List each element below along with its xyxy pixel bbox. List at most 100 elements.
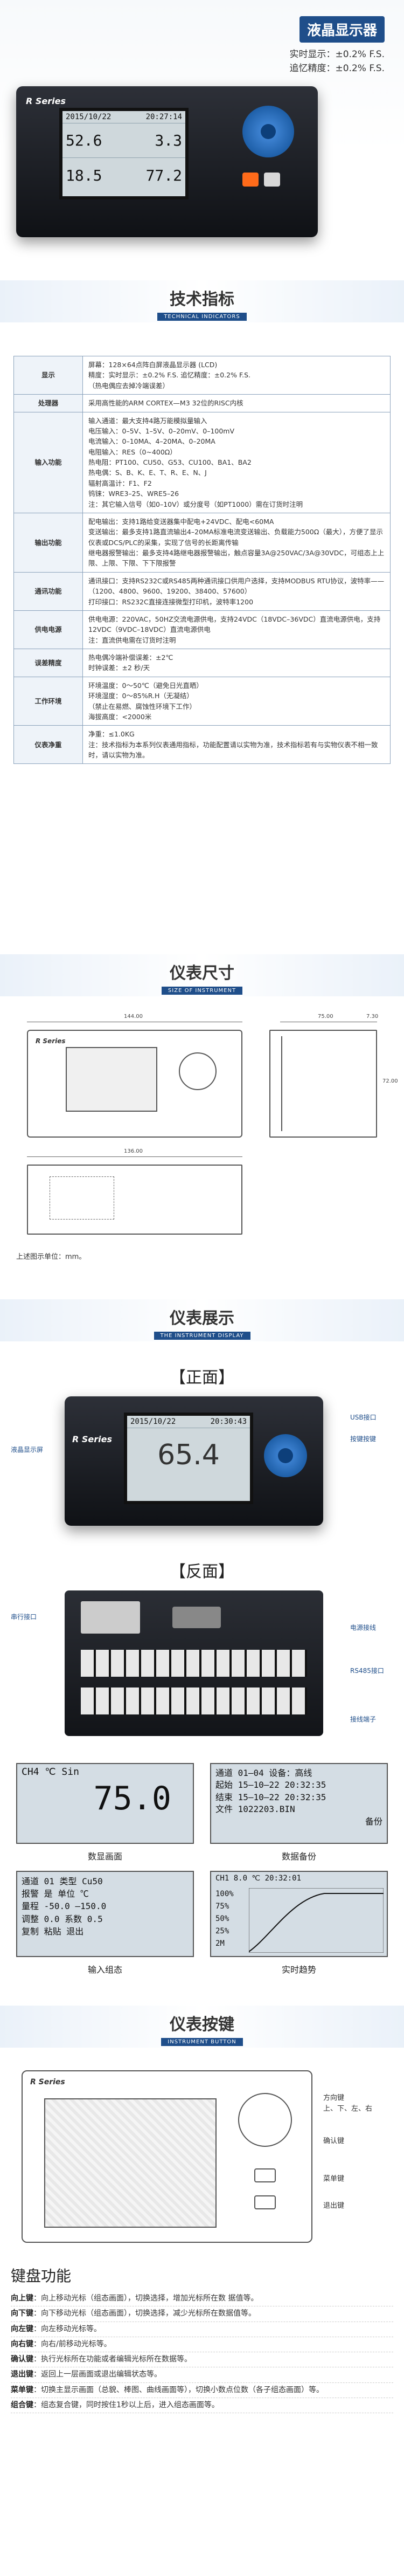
device-cell-4: 77.2 — [145, 166, 182, 184]
callout-exit: 退出键 — [323, 2202, 345, 2210]
display-title: 仪表展示 — [170, 1309, 234, 1328]
spec-value: 采用高性能的ARM CORTEX—M3 32位的RISC内核 — [82, 394, 391, 412]
key-function-desc: 向下移动光标（组态画面），切换选择，减少光标所在数据值等。 — [41, 2309, 256, 2318]
key-function-item: 向下键：向下移动光标（组态画面），切换选择，减少光标所在数据值等。 — [11, 2306, 393, 2322]
key-functions-list: 向上键：向上移动光标（组态画面），切换选择，增加光标所在数 据值等。向下键：向下… — [11, 2291, 393, 2414]
caption-backup: 数据备份 — [281, 1851, 316, 1862]
spec-title: 技术指标 — [170, 290, 234, 309]
front-outline: R Series — [27, 1030, 242, 1138]
spec-line: 辐射高温计：F1、F2 — [88, 479, 152, 487]
screen-input-config: 通道 01 类型 Cu50 报警 是 单位 ℃ 量程 -50.0 –150.0 … — [16, 1871, 194, 1957]
caption-trend: 实时趋势 — [281, 1965, 316, 1975]
keys-subtitle: INSTRUMENT BUTTON — [161, 2038, 243, 2046]
key-function-desc: 执行光标所在功能或者编辑光标所在数据等。 — [41, 2355, 192, 2364]
key-function-item: 向上键：向上移动光标（组态画面），切换选择，增加光标所在数 据值等。 — [11, 2291, 393, 2307]
key-function-name: 退出键 — [11, 2370, 33, 2379]
key-function-desc: 向右/前移动光标等。 — [41, 2339, 112, 2348]
callout-power: 电源接线 — [350, 1624, 377, 1631]
key-function-item: 组合键：组态复合键，同时按住1秒以上后，进入组态画面等。 — [11, 2398, 393, 2414]
callout-menu: 菜单键 — [323, 2175, 345, 2183]
hero-spec-recall: 追忆精度：±0.2% F.S. — [289, 63, 385, 74]
back-label: 【反面】 — [170, 1562, 234, 1581]
screen-digital: CH4 ℃ Sin 75.0 — [16, 1763, 194, 1844]
exit-key[interactable] — [264, 173, 280, 187]
key-function-sep: ： — [33, 2324, 41, 2333]
dim-bezel: 7.30 — [366, 1014, 379, 1020]
spec-line: 电压输入：0–5V、1–5V、0–20mV、0–100mV — [88, 426, 235, 435]
trend-curve — [249, 1888, 384, 1953]
key-function-desc: 返回上一层画面或退出编辑状态等。 — [41, 2370, 162, 2379]
screen-backup: 通道 01–04 设备：高线 起始 15–10–22 20:32:35 结束 1… — [210, 1763, 388, 1844]
spec-key: 输出功能 — [13, 512, 83, 573]
front-screen: 2015/10/22 20:30:43 65.4 — [124, 1413, 253, 1504]
spec-line: 海拔高度：<2000米 — [88, 712, 152, 721]
size-section-header: 仪表尺寸 SIZE OF INSTRUMENT — [0, 954, 404, 996]
spec-key: 误差精度 — [13, 649, 83, 677]
spec-row: 输入功能输入通道：最大支持4路万能模拟量输入电压输入：0–5V、1–5V、0–2… — [13, 411, 391, 513]
key-function-sep: ： — [33, 2401, 41, 2410]
key-function-sep: ： — [33, 2339, 41, 2348]
spec-value: 供电电源：220VAC，50HZ交流电源供电，支持24VDC（18VDC–36V… — [82, 610, 391, 650]
device-cell-2: 3.3 — [155, 132, 182, 149]
spec-line: （热电偶应去掉冷端误差） — [88, 381, 170, 390]
spec-line: 热电阻：PT100、CU50、G53、CU100、BA1、BA2 — [88, 458, 252, 466]
hero-spec-realtime: 实时显示：±0.2% F.S. — [289, 49, 385, 60]
key-function-item: 向左键：向左移动光标等。 — [11, 2322, 393, 2337]
spec-key: 处理器 — [13, 394, 83, 412]
spec-line: 通讯接口：支持RS232C或RS485两种通讯接口供用户选择，支持MODBUS … — [88, 576, 385, 596]
spec-line: 热电偶：S、B、K、E、T、R、E、N、J — [88, 469, 207, 477]
spec-line: 供电电源：220VAC，50HZ交流电源供电，支持24VDC（18VDC–36V… — [88, 615, 381, 634]
spec-row: 供电电源供电电源：220VAC，50HZ交流电源供电，支持24VDC（18VDC… — [13, 610, 391, 650]
dim-height: 72.00 — [382, 1078, 398, 1084]
key-function-name: 向下键 — [11, 2309, 33, 2318]
spec-row: 通讯功能通讯接口：支持RS232C或RS485两种通讯接口供用户选择，支持MOD… — [13, 571, 391, 611]
keys-title: 仪表按键 — [170, 2015, 234, 2034]
callout-rs485: RS485接口 — [350, 1667, 384, 1675]
keys-diagram: R Series — [22, 2070, 312, 2243]
side-outline — [269, 1030, 377, 1138]
spec-line: 环境温度：0～50℃（避免日光直晒） — [88, 681, 203, 690]
front-dpad[interactable] — [264, 1434, 307, 1477]
diagram-dpad — [238, 2093, 292, 2147]
spec-line: （禁止在易燃、腐蚀性环境下工作） — [88, 702, 197, 711]
spec-key: 工作环境 — [13, 676, 83, 726]
spec-line: 继电器报警输出：最多支持4路继电器报警输出，触点容量3A@250VAC/3A@3… — [88, 549, 385, 568]
key-function-name: 向左键 — [11, 2324, 33, 2333]
caption-input-config: 输入组态 — [87, 1965, 122, 1975]
hero-badge: 液晶显示器 — [299, 16, 385, 43]
menu-key[interactable] — [242, 173, 259, 187]
front-label: 【正面】 — [170, 1368, 234, 1387]
spec-value: 环境温度：0～50℃（避免日光直晒）环境湿度：0～85%R.H（无凝结）（禁止在… — [82, 676, 391, 726]
confirm-key[interactable] — [261, 124, 276, 139]
size-subtitle: SIZE OF INSTRUMENT — [161, 987, 243, 995]
spec-line: 注：直流供电需在订货时注明 — [88, 636, 176, 644]
size-note: 上述图示单位：mm。 — [16, 1253, 86, 1261]
key-function-sep: ： — [33, 2385, 41, 2394]
front-screen-time: 20:30:43 — [210, 1417, 247, 1426]
key-function-name: 向右键 — [11, 2339, 33, 2348]
spec-key: 仪表净重 — [13, 725, 83, 764]
key-function-item: 确认键：执行光标所在功能或者编辑光标所在数据等。 — [11, 2352, 393, 2368]
callout-dpad: 方向键 — [323, 2094, 345, 2102]
key-function-desc: 组态复合键，同时按住1秒以上后，进入组态画面等。 — [41, 2401, 219, 2410]
spec-line: 精度：实时显示：±0.2% F.S. 追忆精度：±0.2% F.S. — [88, 371, 251, 380]
spec-line: 注：其它输入信号（如0–10V）或分度号（如PT1000）需在订货时注明 — [88, 500, 303, 508]
direction-pad[interactable] — [242, 106, 294, 157]
device-date: 2015/10/22 — [66, 113, 112, 121]
callout-dpad-dirs: 上、下、左、右 — [323, 2105, 373, 2113]
spec-table: 显示屏幕：128×64点阵白屏液晶显示器 (LCD)精度：实时显示：±0.2% … — [13, 355, 391, 764]
spec-line: 时钟误差：±2 秒/天 — [88, 664, 150, 672]
callout-keys: 按键按键 — [350, 1435, 377, 1443]
spec-row: 处理器采用高性能的ARM CORTEX—M3 32位的RISC内核 — [13, 394, 391, 412]
front-screen-date: 2015/10/22 — [130, 1417, 176, 1426]
spec-line: 钨铼：WRE3–25、WRE5–26 — [88, 490, 179, 498]
spec-line: 打印接口：RS232C直接连接微型打印机，波特率1200 — [88, 597, 254, 606]
recorder-front-photo: R Series 2015/10/22 20:27:14 52.6 3.3 18… — [16, 86, 318, 237]
key-function-desc: 向上移动光标（组态画面），切换选择，增加光标所在数 据值等。 — [41, 2294, 259, 2303]
spec-value: 屏幕：128×64点阵白屏液晶显示器 (LCD)精度：实时显示：±0.2% F.… — [82, 355, 391, 395]
